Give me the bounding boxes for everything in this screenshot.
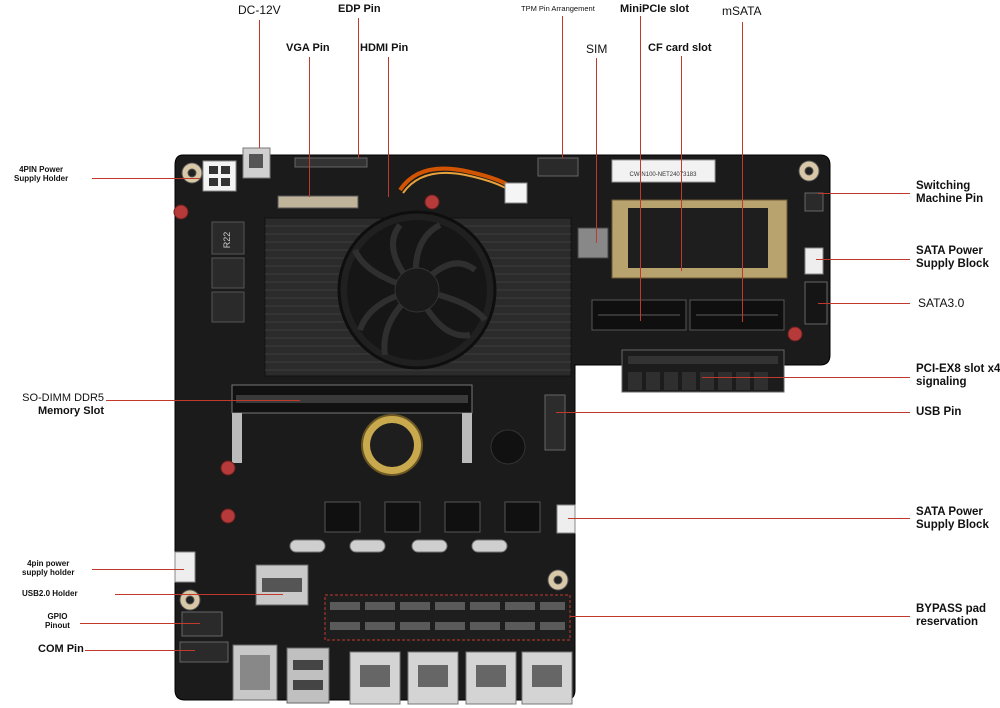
sim-slot	[577, 227, 609, 259]
vga-header	[277, 195, 359, 209]
leader-vga	[309, 57, 310, 197]
leader-4pin-power	[92, 178, 200, 179]
leader-sim	[596, 58, 597, 243]
dc-jack	[242, 147, 271, 179]
leader-power-small	[92, 569, 184, 570]
leader-sodimm	[106, 400, 300, 401]
edp-header	[294, 157, 368, 168]
com-header	[179, 641, 229, 663]
leader-pciex8	[702, 377, 910, 378]
leader-usb-pin	[556, 412, 910, 413]
sata-power-connector-1	[804, 247, 824, 275]
label-cf-card: CF card slot	[648, 42, 712, 54]
switch-header	[804, 192, 824, 212]
leader-switching	[818, 193, 910, 194]
label-usb-pin: USB Pin	[916, 406, 962, 418]
label-sim: SIM	[586, 42, 608, 56]
leader-tpm	[562, 16, 563, 158]
leader-msata	[742, 22, 743, 322]
leader-com	[85, 650, 195, 651]
usb-pin-header	[544, 394, 566, 451]
sata-power-connector-2	[556, 504, 576, 534]
leader-hdmi	[388, 57, 389, 197]
leader-sata-power-1	[816, 259, 910, 260]
label-sodimm: SO-DIMM DDR5 Memory Slot	[22, 392, 105, 417]
label-usb2: USB2.0 Holder	[22, 589, 78, 598]
label-tpm: TPM Pin Arrangement	[521, 4, 595, 13]
cf-sticker	[611, 159, 716, 183]
leader-minipcie	[640, 16, 641, 321]
power-connector-4pin	[202, 160, 237, 192]
label-minipcie: MiniPCIe slot	[620, 3, 690, 15]
label-edp-pin: EDP Pin	[338, 3, 381, 15]
leader-cf	[681, 56, 682, 271]
usb-ports-io	[286, 647, 330, 704]
bypass-pads	[324, 594, 571, 641]
mount-holes	[179, 160, 820, 611]
label-vga-pin: VGA Pin	[286, 42, 330, 54]
leader-sata3	[818, 303, 910, 304]
leader-gpio	[80, 623, 200, 624]
leader-edp	[358, 18, 359, 158]
leader-sata-power-2	[568, 518, 910, 519]
power-connector-small	[174, 551, 196, 583]
label-sata3: SATA3.0	[918, 296, 965, 310]
label-dc12v: DC-12V	[238, 3, 281, 17]
cf-sticker-text: CW-N100-NET24073183	[630, 172, 698, 178]
crystals	[289, 539, 508, 553]
leader-dc12v	[259, 20, 260, 148]
label-msata: mSATA	[722, 4, 762, 18]
gpio-header	[181, 611, 223, 637]
inductors: R22	[211, 221, 245, 323]
tpm-header	[537, 157, 579, 177]
label-com-pin: COM Pin	[38, 643, 84, 655]
label-hdmi-pin: HDMI Pin	[360, 42, 409, 54]
leader-bypass	[570, 616, 910, 617]
lan-controllers	[324, 501, 541, 533]
buzzer	[490, 429, 526, 465]
leader-usb2	[115, 594, 283, 595]
r22-label: R22	[222, 232, 232, 249]
